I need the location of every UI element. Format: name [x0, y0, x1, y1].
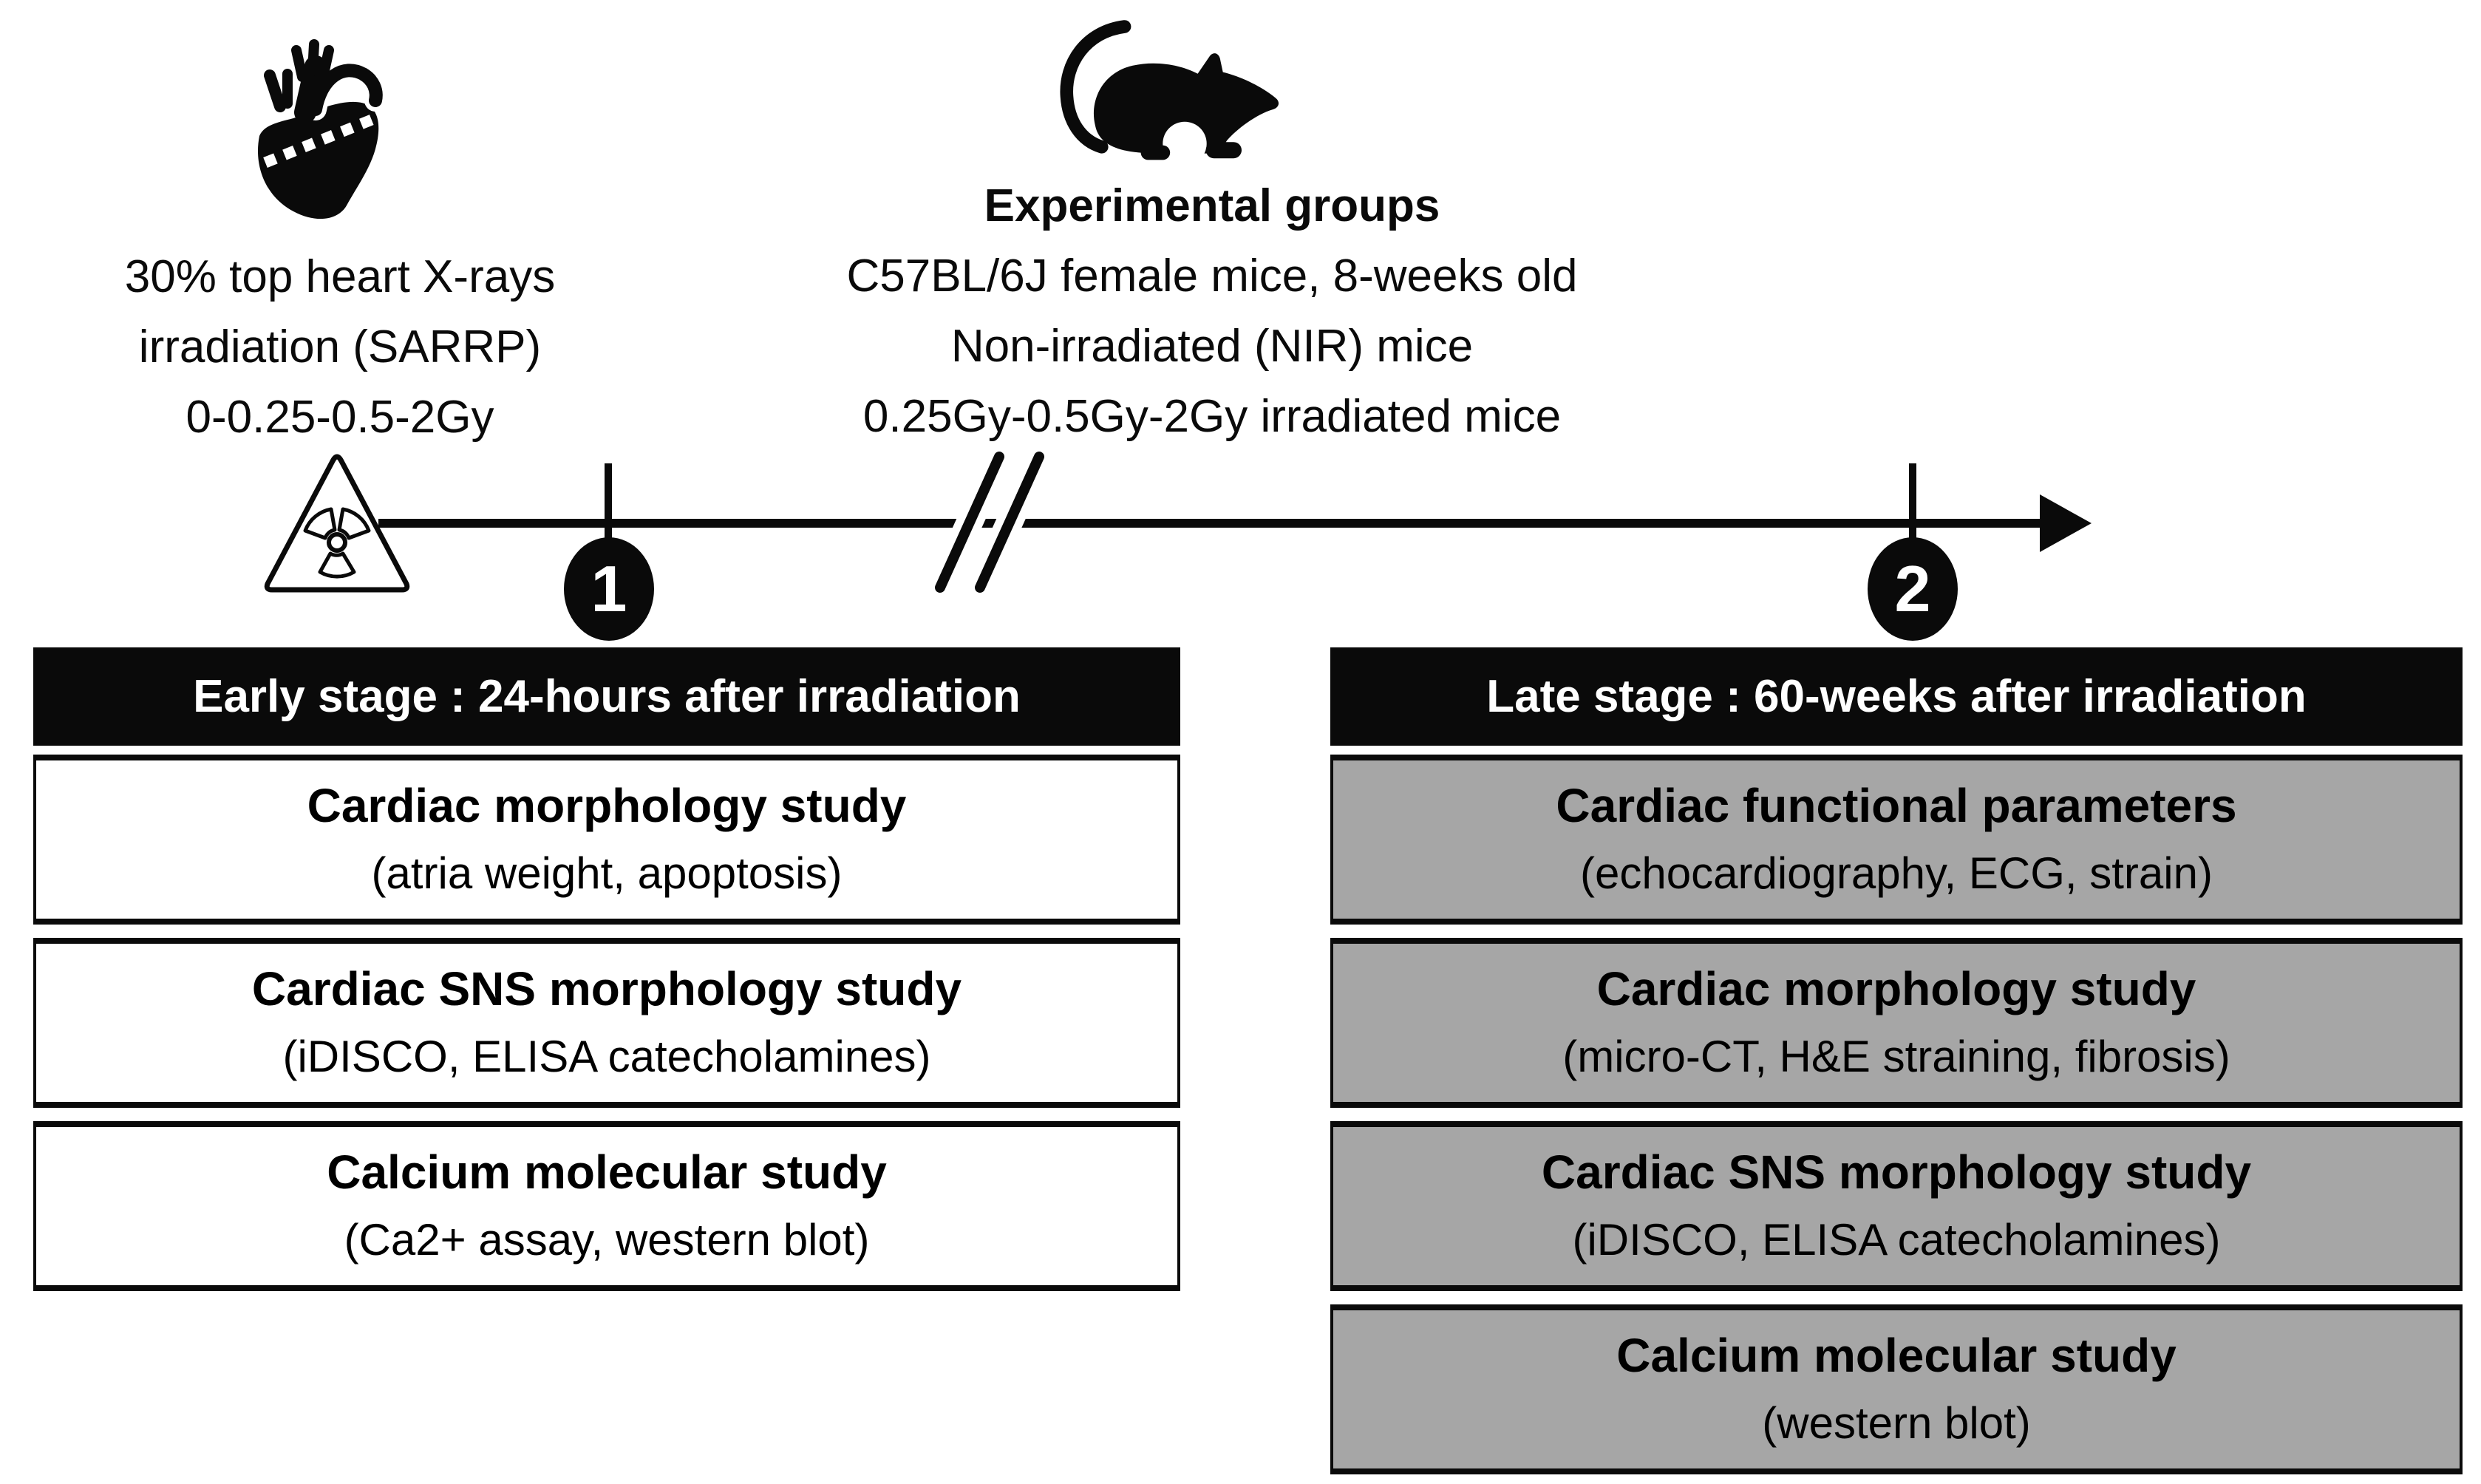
timeline-tick-2 [1909, 463, 1916, 540]
timepoint-2-label: 2 [1894, 552, 1931, 625]
study-box-title: Cardiac SNS morphology study [1541, 1146, 2252, 1199]
late-stage-column: Late stage : 60-weeks after irradiation … [1330, 647, 2463, 1484]
late-study-box-3: Cardiac SNS morphology study (iDISCO, EL… [1330, 1121, 2463, 1291]
study-box-title: Calcium molecular study [327, 1146, 887, 1199]
study-box-title: Cardiac morphology study [1596, 962, 2196, 1015]
late-study-box-2: Cardiac morphology study (micro-CT, H&E … [1330, 938, 2463, 1108]
timepoint-1-marker: 1 [564, 537, 654, 641]
experimental-groups-info: Experimental groups C57BL/6J female mice… [754, 171, 1670, 452]
study-box-subtitle: (Ca2+ assay, western blot) [344, 1215, 870, 1265]
timeline-tick-1 [605, 463, 612, 540]
early-stage-header: Early stage : 24-hours after irradiation [33, 647, 1180, 746]
heart-icon [257, 39, 387, 219]
irradiation-line-2: irradiation (SARRP) [138, 321, 542, 372]
late-study-box-4: Calcium molecular study (western blot) [1330, 1304, 2463, 1474]
study-box-subtitle: (micro-CT, H&E straining, fibrosis) [1562, 1032, 2230, 1081]
timeline-break-icon [928, 451, 1052, 593]
late-study-box-1: Cardiac functional parameters (echocardi… [1330, 755, 2463, 925]
study-box-subtitle: (echocardiography, ECG, strain) [1580, 848, 2213, 898]
experimental-groups-title: Experimental groups [984, 180, 1440, 231]
study-box-title: Calcium molecular study [1616, 1329, 2177, 1382]
early-stage-column: Early stage : 24-hours after irradiation… [33, 647, 1180, 1304]
study-box-title: Cardiac morphology study [307, 779, 907, 832]
study-box-subtitle: (western blot) [1762, 1398, 2031, 1448]
irradiation-line-3: 0-0.25-0.5-2Gy [186, 392, 494, 443]
study-box-subtitle: (iDISCO, ELISA catecholamines) [1572, 1215, 2221, 1265]
early-study-box-3: Calcium molecular study (Ca2+ assay, wes… [33, 1121, 1180, 1291]
experimental-groups-line-2: Non-irradiated (NIR) mice [950, 321, 1474, 372]
study-box-title: Cardiac SNS morphology study [251, 962, 962, 1015]
experimental-groups-line-3: 0.25Gy-0.5Gy-2Gy irradiated mice [862, 391, 1562, 442]
timepoint-2-marker: 2 [1868, 537, 1958, 641]
late-stage-header: Late stage : 60-weeks after irradiation [1330, 647, 2463, 746]
early-study-box-2: Cardiac SNS morphology study (iDISCO, EL… [33, 938, 1180, 1108]
irradiation-info: 30% top heart X-rays irradiation (SARRP)… [30, 242, 650, 452]
timeline-line [378, 519, 2049, 528]
mouse-icon [1060, 20, 1279, 166]
radiation-warning-icon [264, 454, 410, 593]
study-box-subtitle: (iDISCO, ELISA catecholamines) [282, 1032, 931, 1081]
timeline [378, 451, 2092, 593]
timeline-arrowhead-icon [2040, 494, 2092, 552]
irradiation-line-1: 30% top heart X-rays [124, 251, 556, 302]
study-box-title: Cardiac functional parameters [1556, 779, 2237, 832]
timepoint-1-label: 1 [591, 552, 627, 625]
experimental-groups-line-1: C57BL/6J female mice, 8-weeks old [846, 251, 1578, 302]
study-box-subtitle: (atria weight, apoptosis) [371, 848, 843, 898]
early-study-box-1: Cardiac morphology study (atria weight, … [33, 755, 1180, 925]
